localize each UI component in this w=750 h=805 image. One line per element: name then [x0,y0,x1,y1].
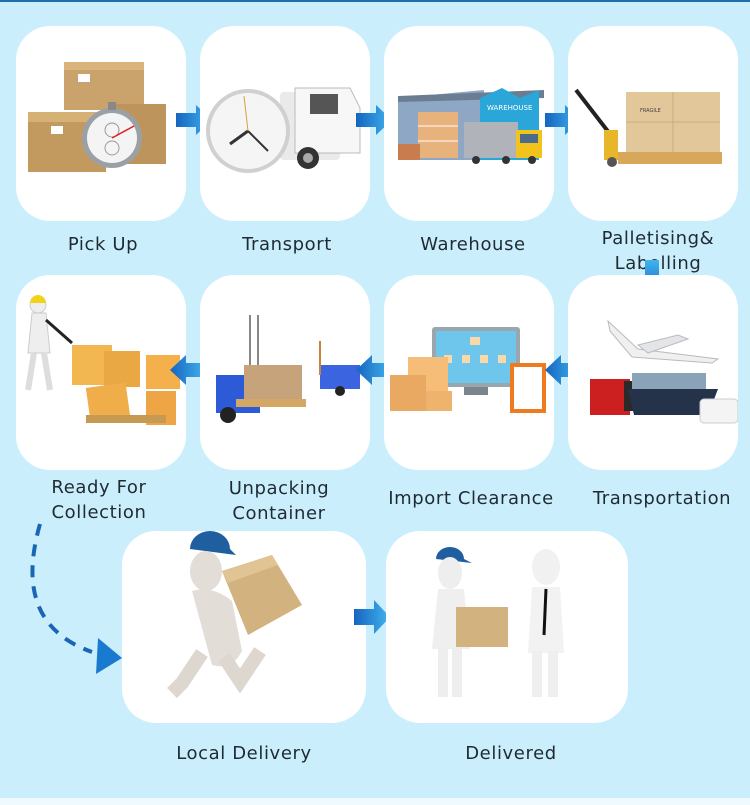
clock-truck-icon [206,87,361,173]
step-card-warehouse: WAREHOUSE [384,26,554,221]
arrow-left-icon [545,355,581,385]
arrow-left-icon [170,355,206,385]
step-label-delivered: Delivered [465,743,557,764]
handover-box-icon [432,547,564,697]
step-card-unpacking-container [200,275,370,470]
boxes-stopwatch-icon [28,62,166,172]
step-label-warehouse: Warehouse [420,234,526,255]
courier-running-icon [167,531,302,698]
top-border [0,0,750,2]
pallet-jack-icon: FRAGILE [574,88,722,167]
plane-truck-ship-van-icon [590,319,738,424]
forklifts-icon [216,315,360,423]
step-label-local-delivery: Local Delivery [176,743,312,764]
step-card-ready-for-collection [16,275,186,470]
step-label-transportation: Transportation [592,488,732,509]
label-line: Container [232,503,326,524]
arrow-left-icon [356,355,392,385]
label-line: Palletising& [601,228,715,249]
step-label-transport: Transport [242,234,332,255]
warehouse-building-icon: WAREHOUSE [398,88,544,164]
step-label-ready-for-collection: Ready For Collection [16,475,182,525]
step-card-palletising: FRAGILE [568,26,738,221]
label-line: Unpacking [228,478,330,499]
step-card-delivered [386,531,628,723]
step-card-transportation [568,275,738,470]
step-card-local-delivery [122,531,366,723]
arrow-right-icon [354,600,390,634]
step-card-transport [200,26,370,221]
label-line: Collection [51,502,147,523]
label-line: Ready For [51,477,147,498]
dashed-curved-arrow-icon [22,520,132,680]
bottom-border [0,798,750,805]
step-card-import-clearance [384,275,554,470]
arrow-right-icon [356,105,392,135]
warehouse-sign: WAREHOUSE [487,104,532,112]
fragile-mark: FRAGILE [640,108,661,114]
computer-documents-icon [390,327,546,413]
step-label-import-clearance: Import Clearance [388,488,554,509]
step-label-unpacking-container: Unpacking Container [196,476,362,526]
step-card-pick-up [16,26,186,221]
worker-pallet-icon [25,295,180,425]
step-label-pick-up: Pick Up [67,234,139,255]
